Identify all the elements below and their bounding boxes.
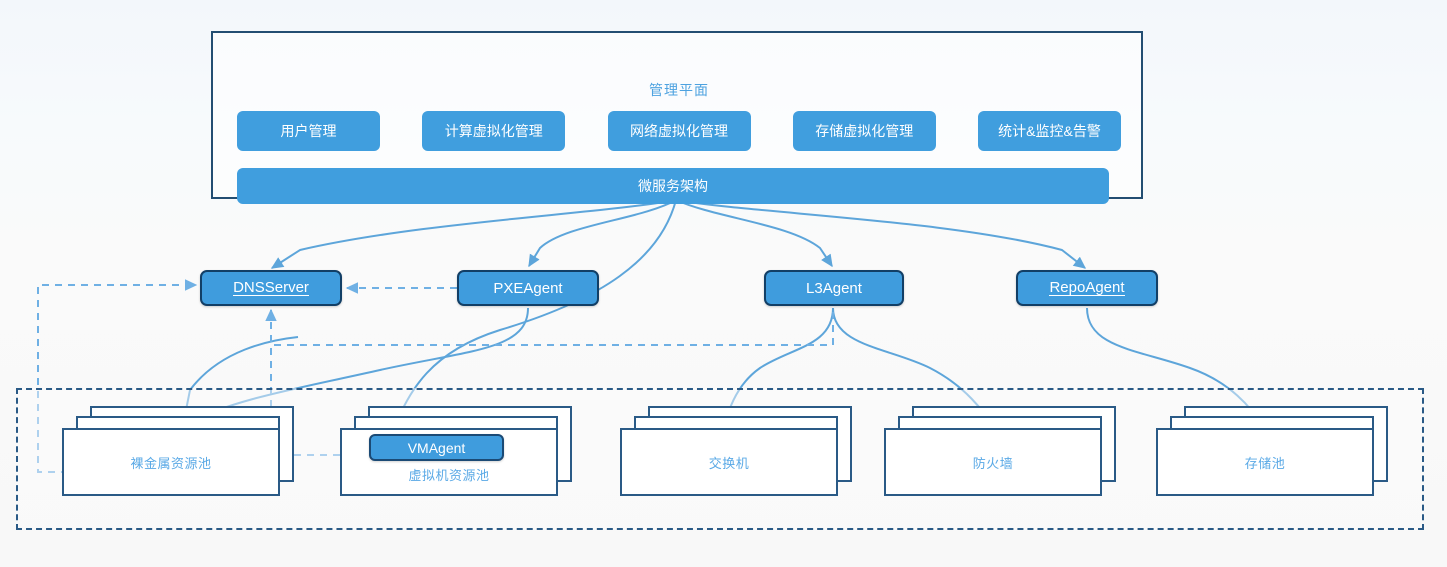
edge-mgmt-to-vmagent	[385, 199, 677, 444]
edge-l3agent-to-dnsserver-bus-dashed	[271, 312, 834, 346]
module-user-management[interactable]: 用户管理	[237, 111, 380, 151]
agent-pxeagent-label: PXEAgent	[493, 279, 563, 297]
pool-switch-label: 交换机	[708, 455, 750, 471]
agent-vmagent-label: VMAgent	[407, 439, 466, 456]
agent-vmagent[interactable]: VMAgent	[369, 434, 504, 461]
agent-l3agent-label: L3Agent	[806, 279, 862, 297]
edge-mgmt-to-repoagent	[675, 199, 1087, 269]
agent-dnsserver-label: DNSServer	[233, 278, 309, 297]
module-storage-virtualization-management[interactable]: 存储虚拟化管理	[792, 111, 936, 151]
pool-baremetal-label: 裸金属资源池	[130, 455, 212, 471]
pool-storage[interactable]: 存储池	[1156, 406, 1388, 496]
pool-storage-sheet-front	[1156, 428, 1374, 496]
management-plane-panel: 管理平面 用户管理 计算虚拟化管理 网络虚拟化管理 存储虚拟化管理 统计&监控&…	[211, 31, 1143, 204]
edge-dnsserver-to-baremetal	[178, 336, 299, 432]
module-compute-virtualization-management[interactable]: 计算虚拟化管理	[422, 111, 566, 151]
agent-pxeagent[interactable]: PXEAgent	[457, 270, 599, 306]
pool-virtual-machine-label: 虚拟机资源池	[408, 468, 490, 483]
pool-firewall[interactable]: 防火墙	[884, 406, 1116, 496]
edge-mgmt-to-pxeagent	[528, 199, 677, 268]
module-network-virtualization-management[interactable]: 网络虚拟化管理	[607, 111, 751, 151]
pool-firewall-label: 防火墙	[972, 455, 1014, 471]
pool-switch[interactable]: 交换机	[620, 406, 852, 496]
pool-switch-sheet-front	[620, 428, 838, 496]
pool-virtual-machine[interactable]: 虚拟机资源池 VMAgent	[340, 406, 572, 496]
agent-dnsserver[interactable]: DNSServer	[200, 270, 342, 306]
edge-mgmt-to-l3agent	[675, 199, 833, 268]
pool-storage-label: 存储池	[1244, 455, 1286, 471]
management-plane-title: 管理平面	[649, 82, 709, 98]
agent-l3agent[interactable]: L3Agent	[764, 270, 904, 306]
pool-baremetal[interactable]: 裸金属资源池	[62, 406, 294, 496]
agent-repoagent[interactable]: RepoAgent	[1016, 270, 1158, 306]
management-plane-module-row: 用户管理 计算虚拟化管理 网络虚拟化管理 存储虚拟化管理 统计&监控&告警	[237, 111, 1121, 151]
module-statistics-monitoring-alerting[interactable]: 统计&监控&告警	[978, 111, 1121, 151]
edge-mgmt-to-dnsserver	[270, 199, 677, 269]
pool-firewall-sheet-front	[884, 428, 1102, 496]
microservice-architecture-bar[interactable]: 微服务架构	[237, 168, 1109, 204]
pool-baremetal-sheet-front	[62, 428, 280, 496]
agent-repoagent-label: RepoAgent	[1049, 278, 1125, 297]
